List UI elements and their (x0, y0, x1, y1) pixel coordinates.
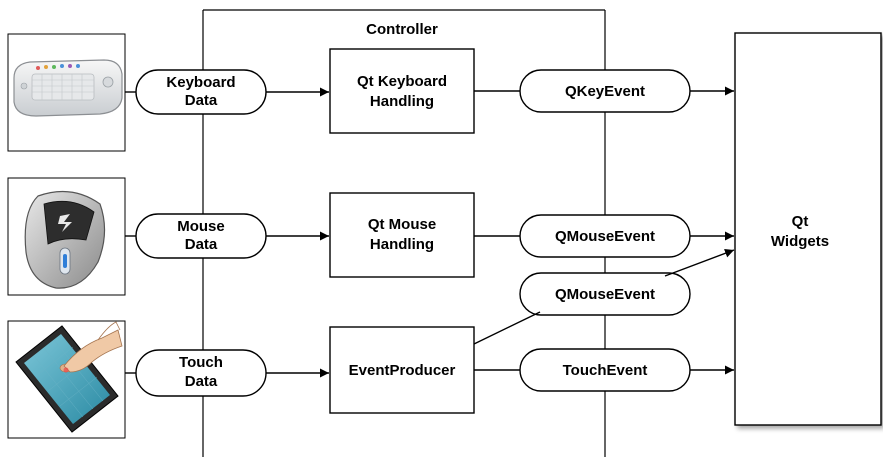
qt-widgets-box: Qt Widgets (734, 32, 882, 426)
touch-tablet-icon (15, 321, 123, 433)
mouse-icon (24, 190, 106, 289)
qt-widgets-line2: Widgets (771, 233, 829, 250)
controller-title: Controller (366, 21, 438, 38)
event-touchevent-label: TouchEvent (563, 362, 648, 379)
handler-event-producer: EventProducer (329, 326, 475, 414)
handler-event-producer-label: EventProducer (349, 362, 456, 379)
event-qkeyevent-label: QKeyEvent (565, 83, 645, 100)
input-keyboard-data: Keyboard Data (135, 69, 267, 115)
input-touch-line1: Touch (179, 354, 223, 371)
arrow-qmouseevent2-to-widgets (664, 248, 735, 277)
touch-image (7, 320, 126, 439)
event-qmouseevent-1: QMouseEvent (519, 214, 691, 258)
qt-widgets-line1: Qt (792, 213, 809, 230)
event-qmouseevent-2: QMouseEvent (519, 272, 691, 316)
handler-mouse: Qt Mouse Handling (329, 192, 475, 278)
event-qkeyevent: QKeyEvent (519, 69, 691, 113)
input-touch-data: Touch Data (135, 349, 267, 397)
connectors (125, 86, 735, 378)
handler-keyboard: Qt Keyboard Handling (329, 48, 475, 134)
event-qmouseevent-2-label: QMouseEvent (555, 286, 655, 303)
keyboard-icon (13, 59, 123, 117)
mouse-image (7, 177, 126, 296)
handler-mouse-line1: Qt Mouse (368, 216, 436, 233)
input-keyboard-line2: Data (185, 92, 218, 109)
handler-keyboard-line1: Qt Keyboard (357, 73, 447, 90)
input-mouse-data: Mouse Data (135, 213, 267, 259)
event-touchevent: TouchEvent (519, 348, 691, 392)
input-mouse-line1: Mouse (177, 218, 225, 235)
handler-keyboard-line2: Handling (370, 93, 434, 110)
handler-mouse-line2: Handling (370, 236, 434, 253)
keyboard-image (7, 33, 126, 152)
input-touch-line2: Data (185, 373, 218, 390)
input-keyboard-line1: Keyboard (166, 74, 235, 91)
event-qmouseevent-1-label: QMouseEvent (555, 228, 655, 245)
input-mouse-line2: Data (185, 236, 218, 253)
